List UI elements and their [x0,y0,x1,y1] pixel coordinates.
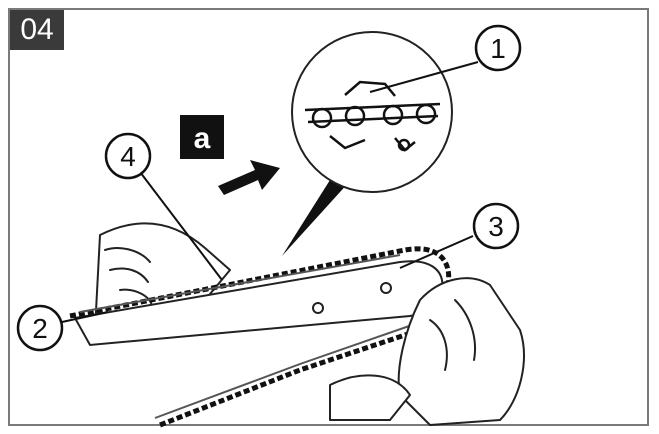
magnifier [282,31,479,256]
callout-1-label: 1 [490,33,506,64]
callout-2-label: 2 [32,313,48,344]
marker-a: a [180,115,224,159]
callout-3-label: 3 [488,211,504,242]
chain-lower [154,323,421,428]
callout-1: 1 [474,24,522,72]
chain-upper [69,246,452,319]
callout-4-label: 4 [120,141,136,172]
cutter-chain-detail [304,80,441,152]
bar-hole [312,302,324,314]
arrow-right-icon [218,160,280,195]
bar-hole [380,282,392,294]
callout-2: 2 [16,304,109,352]
step-number-badge: 04 [10,10,64,50]
marker-letter: a [194,122,211,155]
callout-4: 4 [104,132,223,281]
right-hand [329,277,525,426]
callout-3: 3 [399,202,520,269]
